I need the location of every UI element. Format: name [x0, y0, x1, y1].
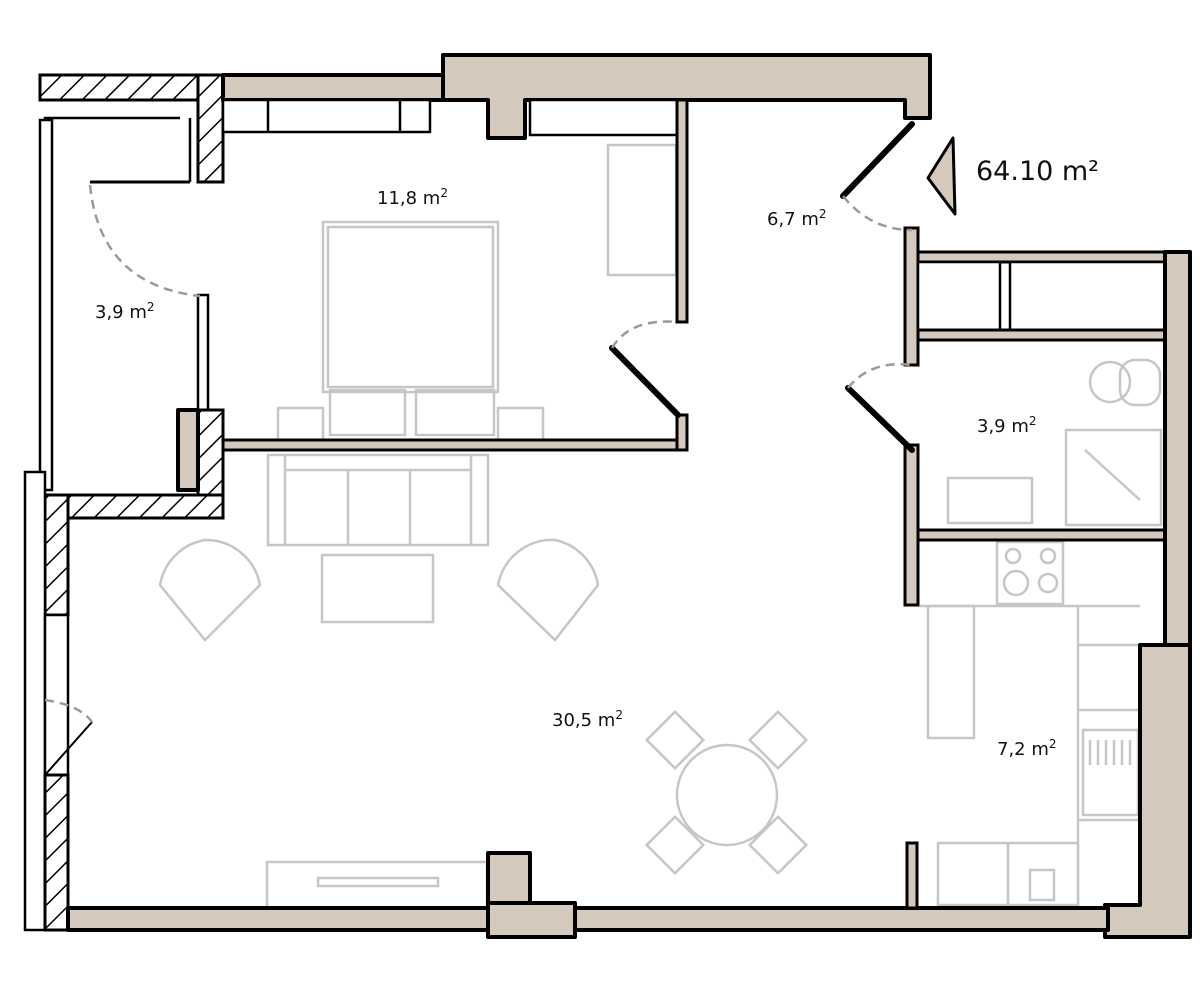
wardrobe-cabinet: [606, 143, 678, 277]
kitchen-counter: [920, 604, 1140, 905]
total-area: 64.10 m²: [976, 156, 1100, 187]
bottom-wall: [66, 906, 1110, 932]
room-label-hall: 6,7 m2: [767, 207, 827, 230]
room-label-living: 30,5 m2: [552, 708, 623, 731]
washing-machine: [1006, 841, 1080, 907]
chair: [644, 814, 706, 876]
armchair: [496, 538, 600, 642]
kitchen-island: [926, 604, 976, 740]
bathroom-door[interactable]: [845, 385, 915, 453]
entrance-wall: [441, 53, 932, 140]
nightstand: [496, 406, 545, 442]
room-label-bathroom: 3,9 m2: [977, 414, 1037, 437]
pillow: [328, 388, 407, 437]
chair: [747, 709, 809, 771]
room-label-wardrobe: 3,9 m2: [95, 300, 155, 323]
furniture: [158, 143, 1163, 910]
coffee-table: [320, 553, 435, 624]
sofa: [266, 453, 490, 547]
walls: [23, 53, 1192, 939]
entrance-door[interactable]: [840, 121, 915, 199]
pillow: [414, 388, 496, 437]
bedroom-door[interactable]: [609, 345, 681, 418]
doors: [44, 121, 915, 776]
dining-table: [675, 743, 779, 847]
chair: [747, 814, 809, 876]
shower: [1064, 428, 1163, 527]
room-label-kitchen: 7,2 m2: [997, 737, 1057, 760]
room-label-bedroom: 11,8 m2: [377, 186, 448, 209]
fridge: [936, 841, 1010, 907]
balcony-door[interactable]: [44, 721, 93, 776]
tv: [316, 876, 440, 888]
toilet: [1118, 358, 1162, 407]
cooktop: [995, 540, 1065, 606]
armchair: [158, 538, 262, 642]
washbasin: [946, 476, 1034, 525]
entrance-arrow-icon: [926, 136, 957, 216]
bedroom-wall: [221, 438, 687, 452]
bed: [321, 220, 500, 394]
nightstand: [276, 406, 325, 442]
chair: [644, 709, 706, 771]
